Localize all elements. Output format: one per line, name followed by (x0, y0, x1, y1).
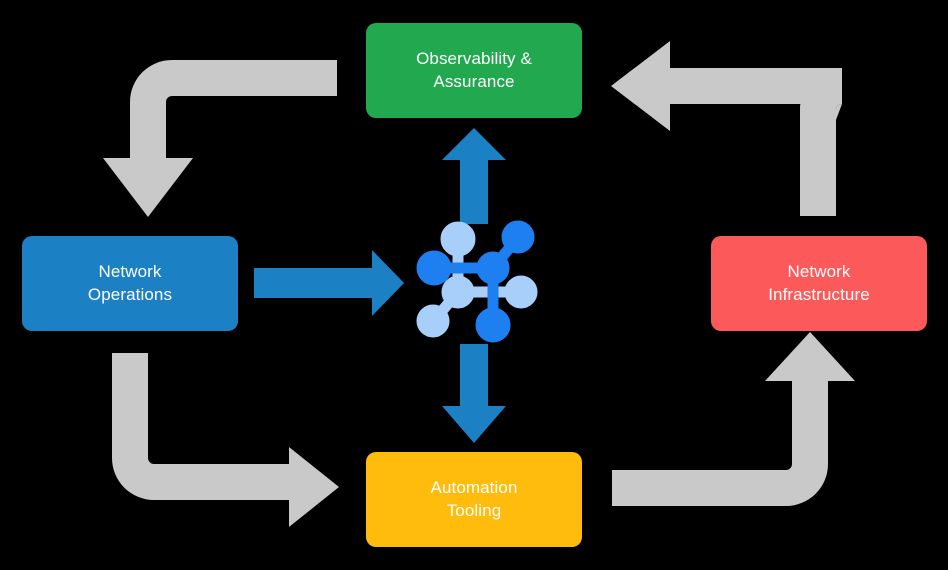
box-observability-assurance[interactable]: Observability & Assurance (366, 23, 582, 118)
arrow-center-to-automation (442, 344, 506, 443)
arrow-infrastructure-to-observability-shape (800, 68, 842, 216)
box-automation-tooling[interactable]: Automation Tooling (366, 452, 582, 547)
arrow-automation-to-infrastructure (612, 464, 828, 506)
arrow-observability-to-operations (103, 60, 337, 217)
box-observability-label: Observability & Assurance (416, 48, 532, 91)
box-automation-tooling-label: Automation Tooling (430, 477, 518, 520)
box-network-operations-label: Network Operations (87, 261, 173, 304)
network-icon-light-layer (416, 221, 538, 338)
arrow-operations-to-center (254, 250, 404, 316)
arrow-automation-to-infrastructure-arm (765, 332, 855, 464)
box-network-infrastructure-label: Network Infrastructure (768, 261, 870, 304)
arrow-infrastructure-to-observability-arm (611, 41, 842, 131)
arrow-operations-to-automation-arm (154, 447, 339, 527)
arrow-center-to-observability (442, 128, 506, 224)
network-icon-dark-layer (416, 220, 535, 343)
box-network-infrastructure[interactable]: Network Infrastructure (711, 236, 927, 331)
arrow-operations-to-automation (112, 353, 154, 500)
box-network-operations[interactable]: Network Operations (22, 236, 238, 331)
